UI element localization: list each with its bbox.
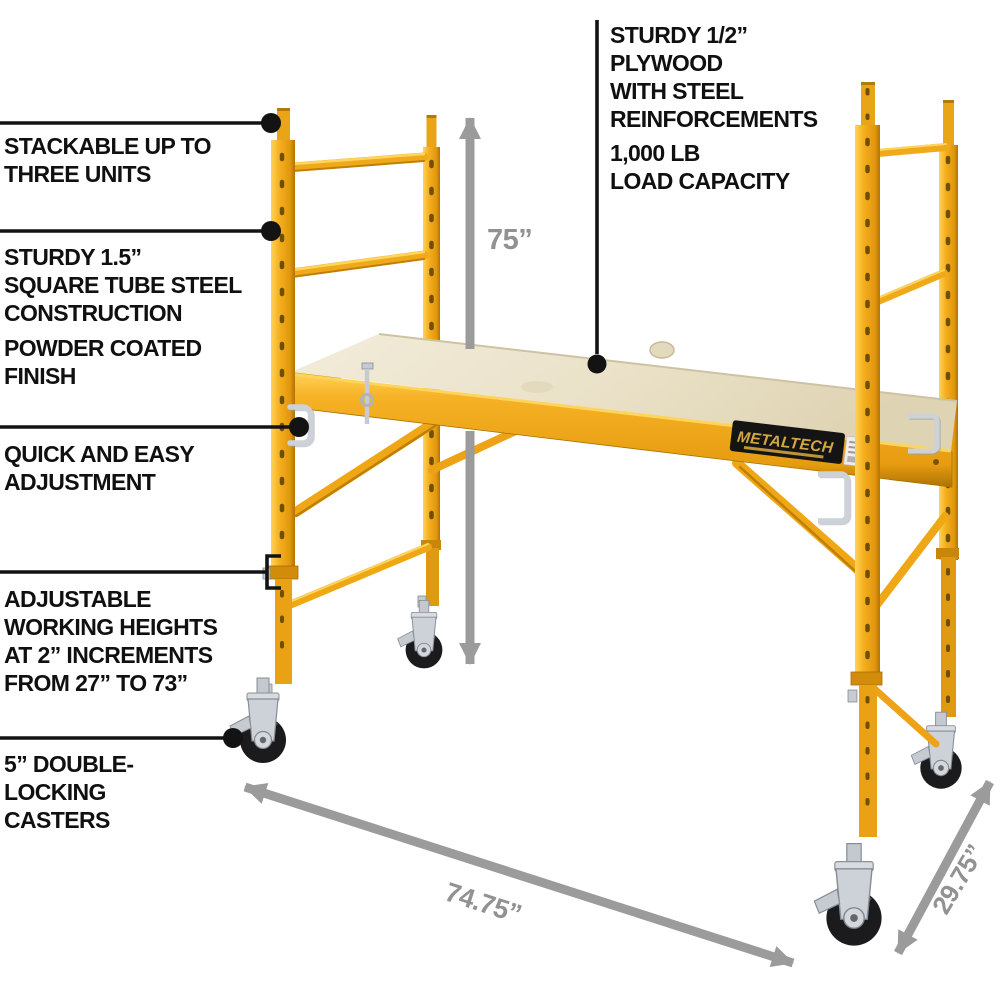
platform-deck — [291, 334, 957, 451]
right-frame-rungs — [874, 143, 950, 305]
brand-label: METALTECH — [729, 420, 873, 468]
caster-rear-left — [396, 599, 444, 670]
leader-dot — [289, 417, 309, 437]
tool-hook-right-rear — [908, 413, 941, 455]
adjustment-handle — [287, 404, 315, 448]
callout-leader-lines — [0, 20, 607, 748]
caster-front-left — [228, 676, 288, 765]
leader-bracket — [265, 554, 281, 590]
leader-dot — [223, 728, 243, 748]
callout-plywood: STURDY 1/2” PLYWOOD WITH STEEL REINFORCE… — [610, 22, 818, 133]
callout-casters: 5” DOUBLE- LOCKING CASTERS — [4, 751, 134, 834]
callout-powder-coat: POWDER COATED FINISH — [4, 335, 202, 390]
right-frame-front-post — [847, 82, 883, 837]
dimension-arrows — [243, 117, 994, 968]
deck-hand-hole — [649, 341, 675, 359]
left-frame-front-post — [261, 108, 299, 697]
dimension-height: 75” — [487, 224, 533, 256]
leader-dot — [261, 113, 281, 133]
frame-braces — [288, 406, 949, 748]
left-frame-rungs — [287, 152, 429, 278]
callout-stackable: STACKABLE UP TO THREE UNITS — [4, 133, 212, 188]
platform — [287, 333, 958, 488]
callout-capacity: 1,000 LB LOAD CAPACITY — [610, 140, 790, 195]
length-arrow — [243, 782, 795, 968]
callout-square-tube: STURDY 1.5” SQUARE TUBE STEEL CONSTRUCTI… — [4, 244, 242, 327]
callout-working-heights: ADJUSTABLE WORKING HEIGHTS AT 2” INCREME… — [4, 586, 218, 697]
depth-arrow — [894, 779, 994, 956]
callout-adjustment: QUICK AND EASY ADJUSTMENT — [4, 441, 195, 496]
leader-dot — [261, 221, 281, 241]
caster-rear-right — [909, 710, 964, 791]
tool-hook-right-front — [818, 471, 852, 526]
caster-front-right — [812, 841, 884, 948]
leader-dot — [587, 354, 607, 374]
deck-clamp-pin — [360, 362, 374, 424]
